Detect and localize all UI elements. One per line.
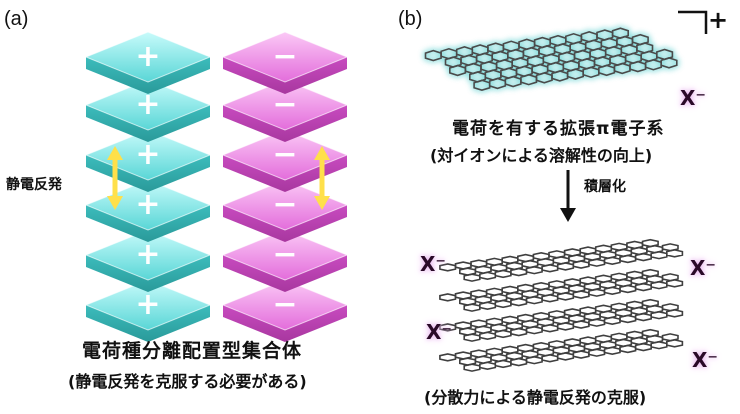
cation-tile: + <box>85 79 211 142</box>
panel-b-label: (b) <box>398 8 423 30</box>
anion-tile: − <box>222 179 348 242</box>
counter-ion-4: X⁻ <box>692 348 718 372</box>
cation-charge-symbol: + <box>708 6 729 34</box>
cation-tile: + <box>85 279 211 342</box>
stacked-sheets <box>439 238 684 372</box>
stacked-pi-sheet <box>439 268 684 312</box>
panel-b-caption: 電荷を有する拡張π電子系 <box>452 119 665 139</box>
panel-a-subcaption: (静電反発を克服する必要がある) <box>68 372 307 391</box>
repulsion-label: 静電反発 <box>6 177 62 193</box>
down-arrow-icon <box>560 170 576 222</box>
anion-charge-symbol: − <box>272 287 297 322</box>
anion-tile: − <box>222 31 348 94</box>
panel-b-bottom-caption: (分散力による静電反発の克服) <box>424 388 647 407</box>
stacking-label: 積層化 <box>584 179 626 195</box>
counter-ion-2: X⁻ <box>690 256 716 280</box>
counter-ion-3: X⁻ <box>426 320 452 344</box>
counter-ion-top: X⁻ <box>680 86 706 110</box>
cation-tile: + <box>85 229 211 292</box>
anion-charge-symbol: − <box>272 237 297 272</box>
charge-bracket-icon <box>678 10 708 34</box>
cation-charge-symbol: + <box>135 137 160 172</box>
stacked-pi-sheet <box>439 298 684 342</box>
pi-sheet-top <box>423 26 679 93</box>
anion-charge-symbol: − <box>272 137 297 172</box>
anion-tile: − <box>222 79 348 142</box>
panel-b-subcaption: (対イオンによる溶解性の向上) <box>430 146 653 165</box>
counter-ion-1: X⁻ <box>420 252 446 276</box>
cation-charge-symbol: + <box>135 237 160 272</box>
cation-column: ++++++ <box>85 31 211 342</box>
cation-tile: + <box>85 31 211 94</box>
anion-column: −−−−−− <box>222 31 348 342</box>
cation-charge-symbol: + <box>135 39 160 74</box>
stacked-pi-sheet <box>439 238 684 282</box>
stacked-pi-sheet <box>439 328 684 372</box>
cation-charge-symbol: + <box>135 187 160 222</box>
anion-tile: − <box>222 229 348 292</box>
cation-charge-symbol: + <box>135 287 160 322</box>
anion-tile: − <box>222 279 348 342</box>
repulsion-arrow-left <box>107 146 123 210</box>
charged-pi-sheet <box>423 26 679 93</box>
anion-charge-symbol: − <box>272 39 297 74</box>
panel-a-caption: 電荷種分離配置型集合体 <box>82 340 303 362</box>
anion-charge-symbol: − <box>272 187 297 222</box>
panel-a-label: (a) <box>4 8 29 30</box>
repulsion-arrow-right <box>314 146 330 210</box>
